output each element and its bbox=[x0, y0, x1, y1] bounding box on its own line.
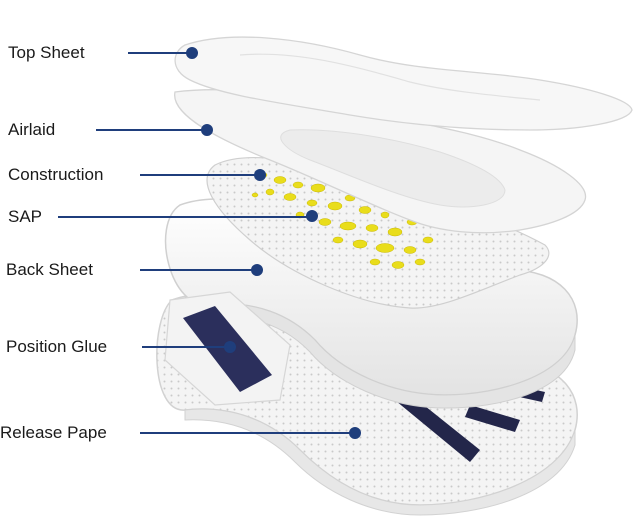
dot-back-sheet bbox=[251, 264, 263, 276]
release-strip-2 bbox=[465, 405, 520, 432]
label-position-glue: Position Glue bbox=[6, 337, 108, 356]
dot-airlaid bbox=[201, 124, 213, 136]
dot-construction bbox=[254, 169, 266, 181]
dot-top-sheet bbox=[186, 47, 198, 59]
label-construction: Construction bbox=[8, 165, 104, 184]
top-sheet-emboss bbox=[239, 53, 541, 101]
dot-position-glue bbox=[224, 341, 236, 353]
label-airlaid: Airlaid bbox=[8, 120, 56, 139]
label-top-sheet: Top Sheet bbox=[8, 43, 85, 62]
label-back-sheet: Back Sheet bbox=[6, 260, 93, 279]
dot-release-paper bbox=[349, 427, 361, 439]
leader-lines bbox=[58, 47, 361, 439]
dot-sap bbox=[306, 210, 318, 222]
top-sheet-layer bbox=[174, 36, 633, 131]
label-sap: SAP bbox=[8, 207, 43, 226]
back-sheet-edge bbox=[209, 303, 576, 409]
airlaid-core bbox=[280, 129, 506, 208]
label-release-paper: Release Pape bbox=[0, 423, 107, 442]
release-paper-edge bbox=[184, 408, 576, 516]
